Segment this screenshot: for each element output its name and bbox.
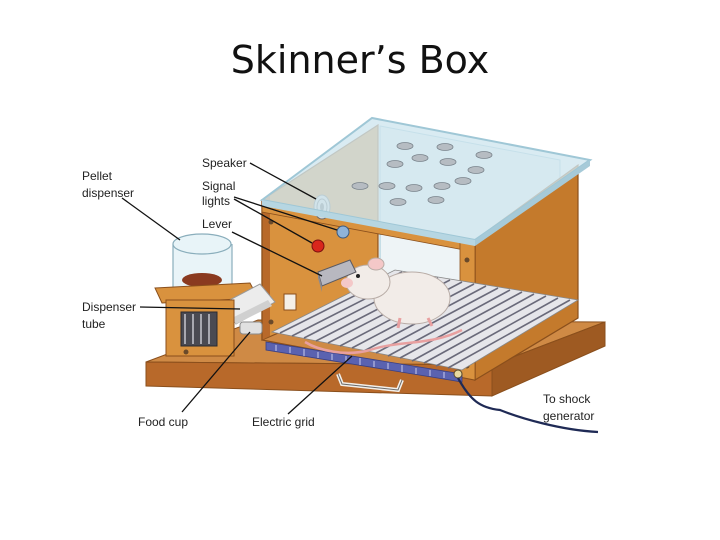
slide-title: Skinner’s Box xyxy=(230,38,490,82)
leader-signal-light-blue xyxy=(233,196,338,231)
wall-opening xyxy=(283,293,297,311)
label-pellet-line1: Pellet xyxy=(82,169,113,183)
label-shock-line2: generator xyxy=(543,409,594,423)
label-dispenser-tube-line1: Dispenser xyxy=(82,300,136,314)
leader-electric-grid xyxy=(287,355,353,415)
glass-lid xyxy=(259,116,593,246)
leader-dispenser-tube xyxy=(139,306,241,310)
rat xyxy=(304,257,463,355)
dispenser-base-holder xyxy=(165,299,235,357)
label-pellet-line2: dispenser xyxy=(82,186,134,200)
lever xyxy=(317,259,357,292)
leader-food-cup xyxy=(181,331,251,413)
leader-lever xyxy=(231,231,323,277)
label-speaker: Speaker xyxy=(202,156,247,170)
label-signal-line1: Signal xyxy=(202,179,235,193)
label-food-cup: Food cup xyxy=(138,415,188,429)
pellet-dispenser xyxy=(154,233,259,304)
label-dispenser-tube-line2: tube xyxy=(82,317,106,331)
shock-cable xyxy=(457,377,599,434)
leader-signal-light-red xyxy=(233,198,313,244)
leader-speaker xyxy=(249,162,317,200)
label-signal-line2: lights xyxy=(202,194,230,208)
label-electric-grid: Electric grid xyxy=(252,415,315,429)
label-lever: Lever xyxy=(202,217,232,231)
label-shock-line1: To shock xyxy=(543,392,591,406)
drawer-handle xyxy=(336,373,404,393)
food-cup xyxy=(239,321,263,335)
leader-pellet-dispenser xyxy=(121,197,181,241)
signal-lights xyxy=(311,225,350,253)
